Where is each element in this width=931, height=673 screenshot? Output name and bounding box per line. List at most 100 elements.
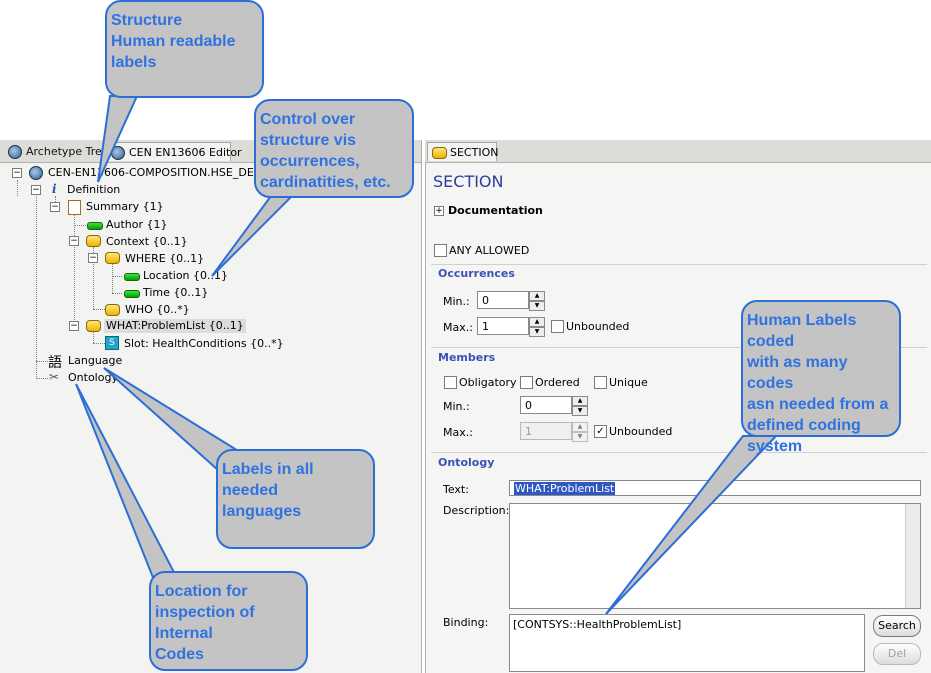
ontology-text-label: Text: — [443, 483, 469, 496]
tab-section-label: SECTION — [450, 146, 499, 159]
occurrences-min-spinner[interactable]: ▲ ▼ — [529, 291, 545, 311]
collapse-toggle[interactable]: − — [31, 185, 41, 195]
section-icon — [86, 320, 101, 332]
element-icon — [124, 290, 140, 298]
members-unbounded-label: Unbounded — [609, 425, 673, 438]
ontology-group — [431, 452, 927, 453]
structure-pointer — [97, 95, 139, 183]
occurrences-max-spinner[interactable]: ▲ ▼ — [529, 317, 545, 337]
tree-node-ontology[interactable]: Ontology — [68, 371, 118, 384]
tree-node-who[interactable]: WHO {0..*} — [125, 303, 190, 316]
occurrences-max-label: Max.: — [443, 321, 473, 334]
members-min-spinner[interactable]: ▲ ▼ — [572, 396, 588, 416]
members-unbounded-checkbox[interactable]: ✓ — [594, 425, 607, 438]
ordered-label: Ordered — [535, 376, 580, 389]
ontology-binding-list[interactable]: [CONTSYS::HealthProblemList] — [509, 614, 865, 672]
tab-cen-editor[interactable]: CEN EN13606 Editor — [106, 142, 242, 161]
documentation-header[interactable]: Documentation — [448, 204, 543, 217]
tree-node-context[interactable]: Context {0..1} — [106, 235, 188, 248]
occurrences-unbounded-label: Unbounded — [566, 320, 630, 333]
cluster-icon — [86, 235, 101, 247]
ontology-text-input[interactable]: WHAT:ProblemList — [509, 480, 921, 496]
ontology-binding-label: Binding: — [443, 616, 489, 629]
members-min-input[interactable]: 0 — [520, 396, 572, 414]
archetype-icon — [8, 145, 22, 159]
callout-control: Control over structure vis occurrences, … — [254, 99, 414, 198]
human-labels-pointer — [605, 435, 779, 615]
members-max-label: Max.: — [443, 426, 473, 439]
collapse-toggle[interactable]: − — [88, 253, 98, 263]
callout-structure: Structure Human readable labels — [105, 0, 264, 98]
occurrences-max-input[interactable]: 1 — [477, 317, 529, 335]
cluster-icon — [105, 252, 120, 264]
tree-connector — [93, 247, 94, 309]
members-max-input[interactable]: 1 — [520, 422, 572, 440]
occurrences-group — [431, 264, 927, 265]
members-title: Members — [438, 351, 496, 364]
occurrences-min-input[interactable]: 0 — [477, 291, 529, 309]
occurrences-title: Occurrences — [438, 267, 515, 280]
any-allowed-checkbox[interactable] — [434, 244, 447, 257]
spin-down-icon[interactable]: ▼ — [572, 406, 588, 416]
spin-down-icon[interactable]: ▼ — [529, 301, 545, 311]
spin-up-icon[interactable]: ▲ — [529, 317, 545, 327]
tree-connector — [112, 293, 122, 294]
tree-connector — [93, 343, 105, 344]
tree-connector — [36, 196, 37, 379]
spin-up-icon[interactable]: ▲ — [529, 291, 545, 301]
callout-languages: Labels in all needed languages — [216, 449, 375, 549]
element-icon — [124, 273, 140, 281]
archetype-icon — [29, 166, 43, 180]
search-button[interactable]: Search — [873, 615, 921, 637]
collapse-toggle[interactable]: − — [69, 236, 79, 246]
tree-node-summary[interactable]: Summary {1} — [86, 200, 164, 213]
tree-node-root[interactable]: CEN-EN13606-COMPOSITION.HSE_DEmo.v — [48, 166, 282, 179]
tree-connector — [93, 309, 105, 310]
callout-human-labels: Human Labels coded with as many codes as… — [741, 300, 901, 455]
expand-toggle[interactable]: + — [434, 206, 444, 216]
occurrences-unbounded-checkbox[interactable] — [551, 320, 564, 333]
tree-node-author[interactable]: Author {1} — [106, 218, 168, 231]
collapse-toggle[interactable]: − — [12, 168, 22, 178]
binding-item[interactable]: [CONTSYS::HealthProblemList] — [513, 618, 682, 631]
any-allowed-label: ANY ALLOWED — [449, 244, 530, 257]
spin-up-icon[interactable]: ▲ — [572, 396, 588, 406]
description-scrollbar[interactable] — [905, 504, 920, 608]
tree-connector — [74, 213, 75, 326]
members-min-label: Min.: — [443, 400, 470, 413]
ontology-description-textarea[interactable] — [509, 503, 921, 609]
collapse-toggle[interactable]: − — [69, 321, 79, 331]
collapse-toggle[interactable]: − — [50, 202, 60, 212]
tree-node-location[interactable]: Location {0..1} — [143, 269, 229, 282]
cluster-icon — [105, 304, 120, 316]
unique-checkbox[interactable] — [594, 376, 607, 389]
info-icon: i — [52, 182, 57, 196]
callout-location: Location for inspection of Internal Code… — [149, 571, 308, 671]
tree-node-where[interactable]: WHERE {0..1} — [125, 252, 205, 265]
tree-node-language[interactable]: Language — [68, 354, 123, 367]
ontology-title: Ontology — [438, 456, 495, 469]
tree-node-what-selected[interactable]: WHAT:ProblemList {0..1} — [104, 319, 246, 333]
spin-down-icon[interactable]: ▼ — [572, 432, 588, 442]
element-icon — [87, 222, 103, 230]
spin-up-icon[interactable]: ▲ — [572, 422, 588, 432]
occurrences-min-label: Min.: — [443, 295, 470, 308]
tab-archetype-tree[interactable]: Archetype Tree — [4, 142, 109, 161]
obligatory-checkbox[interactable] — [444, 376, 457, 389]
tree-node-time[interactable]: Time {0..1} — [143, 286, 209, 299]
tab-section[interactable]: SECTION — [427, 142, 499, 161]
tree-node-slot[interactable]: Slot: HealthConditions {0..*} — [124, 337, 284, 350]
del-button[interactable]: Del — [873, 643, 921, 665]
tree-node-definition[interactable]: Definition — [67, 183, 121, 196]
ontology-tools-icon: ✂ — [49, 370, 60, 384]
tree-connector — [93, 331, 94, 343]
tree-connector — [112, 276, 122, 277]
spin-down-icon[interactable]: ▼ — [529, 327, 545, 337]
members-max-spinner[interactable]: ▲ ▼ — [572, 422, 588, 442]
document-icon — [68, 200, 81, 215]
language-icon: 語 — [48, 355, 62, 371]
tree-connector — [36, 378, 48, 379]
tab-cen-editor-label: CEN EN13606 Editor — [129, 146, 242, 159]
members-group — [431, 347, 927, 348]
ordered-checkbox[interactable] — [520, 376, 533, 389]
